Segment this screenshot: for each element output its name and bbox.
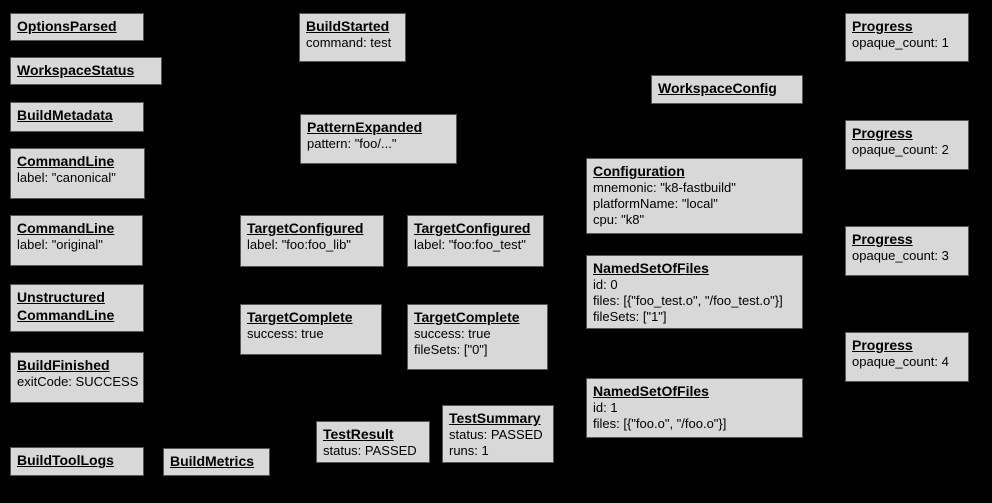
node-body-line: files: [{"foo_test.o", "/foo_test.o"}] [593,293,783,308]
node-build-metrics: BuildMetrics [163,448,270,476]
node-title: Unstructured [17,289,105,305]
node-body-line: fileSets: ["0"] [414,342,488,357]
node-body-line: success: true [414,326,491,341]
node-body-line: runs: 1 [449,443,489,458]
node-body-line: label: "canonical" [17,170,116,185]
node-body-line: success: true [247,326,324,341]
node-title: Progress [852,337,913,353]
node-body-line: label: "foo:foo_lib" [247,237,351,252]
node-title: TestSummary [449,410,541,426]
node-title: WorkspaceConfig [658,80,777,96]
node-title: NamedSetOfFiles [593,383,709,399]
node-body-line: cpu: "k8" [593,212,645,227]
node-body-line: opaque_count: 3 [852,248,949,263]
node-body-line: mnemonic: "k8-fastbuild" [593,180,736,195]
node-title: BuildToolLogs [17,452,114,468]
node-title: Configuration [593,163,685,179]
node-body-line: label: "original" [17,237,103,252]
node-title: BuildMetadata [17,107,113,123]
node-body-line: opaque_count: 1 [852,35,949,50]
node-title: CommandLine [17,153,115,169]
node-title: CommandLine [17,220,115,236]
node-body-line: opaque_count: 4 [852,354,949,369]
node-body-line: id: 1 [593,400,618,415]
node-title: PatternExpanded [307,119,423,135]
node-body-line: id: 0 [593,277,618,292]
node-body-line: status: PASSED [449,427,543,442]
node-title: TargetComplete [414,309,520,325]
node-title: Progress [852,125,913,141]
node-body-line: fileSets: ["1"] [593,309,667,324]
node-title: TargetComplete [247,309,353,325]
node-title: Progress [852,231,913,247]
node-body-line: status: PASSED [323,443,417,458]
node-title: BuildStarted [306,18,390,34]
node-options-parsed: OptionsParsed [10,13,144,41]
node-body-line: pattern: "foo/..." [307,136,397,151]
node-title: NamedSetOfFiles [593,260,709,276]
node-title: WorkspaceStatus [17,62,135,78]
node-body-line: files: [{"foo.o", "/foo.o"}] [593,416,727,431]
node-body-line: label: "foo:foo_test" [414,237,526,252]
node-title: BuildMetrics [170,453,255,469]
node-title: OptionsParsed [17,18,117,34]
node-body-line: command: test [306,35,392,50]
node-body-line: exitCode: SUCCESS [17,374,139,389]
node-title: BuildFinished [17,357,110,373]
node-body-line: opaque_count: 2 [852,142,949,157]
node-workspace-status: WorkspaceStatus [10,57,162,85]
node-title: TargetConfigured [247,220,364,236]
node-workspace-config: WorkspaceConfig [651,75,803,104]
node-build-metadata: BuildMetadata [10,102,144,132]
node-title: Progress [852,18,913,34]
node-build-tool-logs: BuildToolLogs [10,447,144,476]
node-title: TargetConfigured [414,220,531,236]
node-title: CommandLine [17,307,115,323]
node-body-line: platformName: "local" [593,196,718,211]
node-title: TestResult [323,426,394,442]
